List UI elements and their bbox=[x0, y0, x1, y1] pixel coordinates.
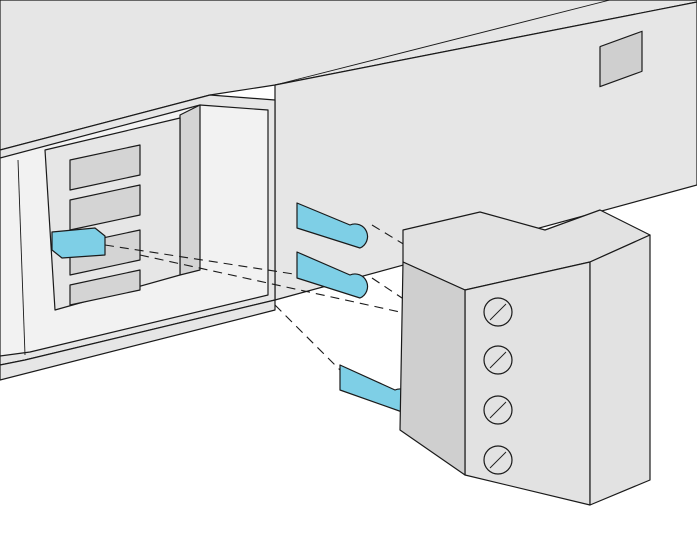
socket-slot-2 bbox=[69, 184, 141, 231]
blue-pin bbox=[296, 251, 369, 299]
alignment-guide bbox=[104, 244, 301, 276]
screw-slot bbox=[489, 401, 507, 419]
alignment-guide bbox=[371, 224, 406, 246]
blue-pin bbox=[296, 202, 369, 249]
loose-pins bbox=[296, 202, 414, 414]
housing-edge bbox=[274, 0, 611, 86]
plug-front bbox=[464, 261, 591, 506]
socket-slot-1 bbox=[69, 144, 141, 191]
alignment-guides bbox=[104, 224, 406, 371]
screw-slot bbox=[489, 303, 507, 321]
plug-right bbox=[589, 234, 651, 506]
blue-pin-socket bbox=[51, 227, 106, 259]
screw-slot bbox=[489, 451, 507, 469]
terminal-block-socket bbox=[0, 104, 269, 357]
screw-slot bbox=[489, 351, 507, 369]
recess-wall bbox=[179, 104, 201, 276]
alignment-guide bbox=[274, 304, 341, 371]
socket-slot-4 bbox=[69, 269, 141, 306]
plug-side bbox=[399, 261, 466, 476]
terminal-block-plug bbox=[399, 30, 651, 506]
wire-entry bbox=[599, 30, 643, 88]
socket-divider bbox=[17, 159, 26, 356]
alignment-guide bbox=[371, 277, 406, 301]
